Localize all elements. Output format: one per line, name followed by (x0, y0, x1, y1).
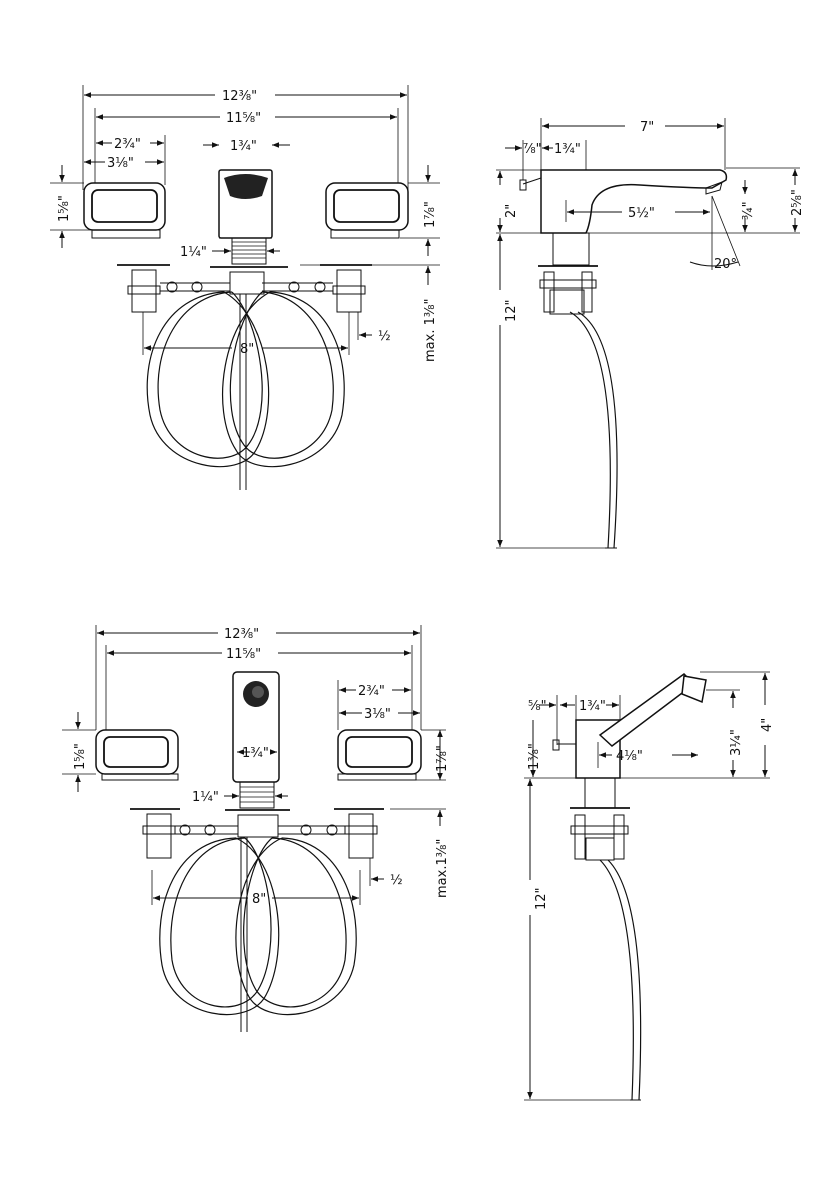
dim-handle-height-right: 1⅞" (423, 201, 438, 228)
dim-handle-width-a-b: 2¾" (358, 684, 385, 699)
front-view-top: 12⅜" 11⅝" 2¾" 3⅛" 1¾" 1⅝" (50, 85, 440, 490)
dim-body-width: 1¾" (554, 142, 581, 157)
dim-spout-width-b: 1¾" (242, 746, 269, 761)
dim-handle-height-left: 1⅝" (57, 195, 72, 222)
dim-spout-width: 1¾" (230, 139, 257, 154)
side-view-top: 7" ⅞" 1¾" 2" 5½" ¾" 2⅝" (496, 118, 805, 548)
dim-handle-height-left-b: 1⅝" (73, 743, 88, 770)
dim-handle-height-right-b: 1⅞" (435, 745, 450, 772)
dim-inner-width-b: 11⅝" (226, 647, 261, 662)
side-view-bottom: 1¾" ⅝" 1⅜" 4⅛" 3¼" 4" (524, 672, 775, 1100)
front-view-bottom: 12⅜" 11⅝" 2¾" 3⅛" 1¾" 1⅝" 1⅞" (62, 625, 450, 1032)
dim-hose-offset-b: ½ (390, 873, 403, 888)
dim-centers-b: 8" (252, 892, 266, 907)
dim-centers: 8" (240, 342, 254, 357)
dim-spout-reach: 5½" (628, 206, 655, 221)
dim-hose-length-b: 12" (534, 887, 549, 910)
dim-angle: 20° (714, 257, 737, 272)
dim-deck-max: max. 1⅜" (423, 299, 438, 362)
dim-handle-width-a: 2¾" (114, 137, 141, 152)
dim-shank-b: 1¼" (192, 790, 219, 805)
dim-body-width-b: 1¾" (579, 699, 606, 714)
dim-shank: 1¼" (180, 245, 207, 260)
dim-overall-width: 12⅜" (222, 89, 257, 104)
dim-body-height-b: 1⅜" (527, 743, 542, 770)
dim-handle-width-b: 3⅛" (107, 156, 134, 171)
dim-hose-offset: ½ (378, 329, 391, 344)
dim-handle-width-b-b: 3⅛" (364, 707, 391, 722)
dim-inner-width: 11⅝" (226, 111, 261, 126)
dim-hose-length: 12" (504, 299, 519, 322)
dim-body-height: 2" (504, 204, 519, 218)
dim-reach-total: 7" (640, 120, 654, 135)
dim-outlet-height: ¾" (741, 201, 756, 220)
dim-back-offset-b: ⅝" (528, 699, 547, 714)
dim-spout-reach-b: 4⅛" (616, 749, 643, 764)
dim-back-offset: ⅞" (523, 142, 542, 157)
dim-outlet-height-b: 3¼" (729, 729, 744, 756)
dim-overall-width-b: 12⅜" (224, 627, 259, 642)
dim-deck-max-b: max.1⅜" (435, 839, 450, 898)
dim-overall-height-b: 4" (760, 718, 775, 732)
dim-overall-height: 2⅝" (790, 189, 805, 216)
